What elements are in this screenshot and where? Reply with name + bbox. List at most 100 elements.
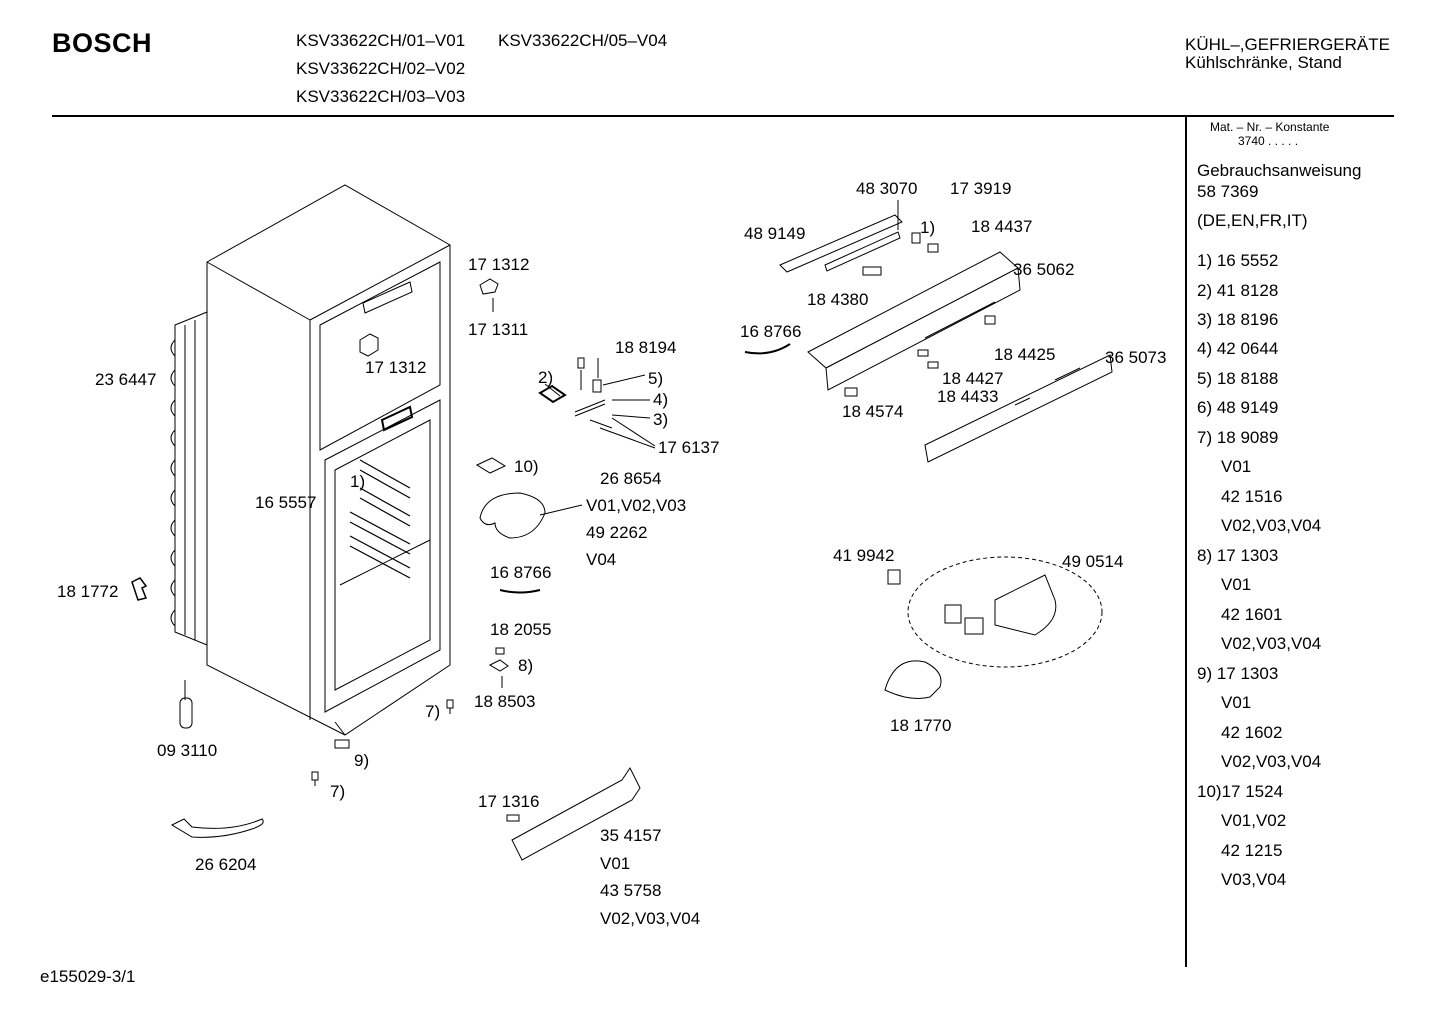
label-184427: 18 4427 bbox=[942, 369, 1004, 388]
label-v04: V04 bbox=[586, 550, 617, 569]
sidebar-item: 42 1215 bbox=[1221, 841, 1283, 860]
label-8: 8) bbox=[518, 656, 534, 675]
label-181772: 18 1772 bbox=[57, 582, 119, 601]
manual-number: 58 7369 bbox=[1197, 182, 1259, 201]
sidebar-item: 1) 16 5552 bbox=[1197, 251, 1279, 270]
hinge-part-icon bbox=[334, 739, 350, 749]
label-483070: 48 3070 bbox=[856, 179, 918, 198]
fan-housing-icon bbox=[479, 492, 546, 539]
fridge-cabinet bbox=[206, 184, 451, 736]
model-number-1: KSV33622CH/01–V01 bbox=[296, 31, 466, 50]
mat-nr-label: Mat. – Nr. – Konstante bbox=[1210, 120, 1330, 134]
label-492262: 49 2262 bbox=[586, 523, 648, 542]
label-490514: 49 0514 bbox=[1062, 552, 1124, 571]
label-176137: 17 6137 bbox=[658, 438, 720, 457]
label-10: 10) bbox=[514, 457, 539, 476]
sidebar-item: V01,V02 bbox=[1221, 811, 1287, 830]
sidebar-item: 3) 18 8196 bbox=[1197, 310, 1279, 329]
sidebar-item: 9) 17 1303 bbox=[1197, 664, 1279, 683]
label-184437: 18 4437 bbox=[971, 217, 1033, 236]
sidebar-item: 7) 18 9089 bbox=[1197, 428, 1279, 447]
wire-icon bbox=[499, 589, 541, 594]
sidebar-item: 5) 18 8188 bbox=[1197, 369, 1279, 388]
sidebar-item: 2) 41 8128 bbox=[1197, 281, 1279, 300]
bracket-icon bbox=[131, 577, 148, 601]
label-266204: 26 6204 bbox=[195, 855, 257, 874]
brand-logo: BOSCH bbox=[52, 28, 153, 58]
label-236447: 23 6447 bbox=[95, 370, 157, 389]
label-v02-v03-v04: V02,V03,V04 bbox=[600, 909, 701, 928]
mat-nr-value: 3740 . . . . . bbox=[1238, 134, 1299, 148]
model-number-2: KSV33622CH/05–V04 bbox=[498, 31, 668, 50]
sidebar-item: 42 1601 bbox=[1221, 605, 1283, 624]
label-7-right: 7) bbox=[425, 702, 441, 721]
clip-icon bbox=[506, 814, 520, 822]
door-hardware bbox=[538, 357, 656, 449]
label-165557: 16 5557 bbox=[255, 493, 317, 512]
label-365062: 36 5062 bbox=[1013, 260, 1075, 279]
label-171311: 17 1311 bbox=[468, 320, 529, 339]
label-171316: 17 1316 bbox=[478, 792, 540, 811]
manual-title: Gebrauchsanweisung bbox=[1197, 161, 1362, 180]
label-268654: 26 8654 bbox=[600, 469, 662, 488]
model-number-4: KSV33622CH/03–V03 bbox=[296, 87, 466, 106]
capacitor-icon bbox=[179, 697, 193, 729]
sidebar-item: V01 bbox=[1221, 457, 1252, 476]
manual-languages: (DE,EN,FR,IT) bbox=[1197, 211, 1308, 230]
sidebar-item: V02,V03,V04 bbox=[1221, 752, 1322, 771]
label-182055: 18 2055 bbox=[490, 620, 552, 639]
sidebar-item: 10)17 1524 bbox=[1197, 782, 1284, 801]
label-4: 4) bbox=[653, 390, 669, 409]
label-093110: 09 3110 bbox=[157, 741, 218, 760]
power-cable-icon bbox=[170, 818, 264, 838]
label-v01: V01 bbox=[600, 854, 631, 873]
kick-plate-icon bbox=[511, 767, 641, 861]
label-173919: 17 3919 bbox=[950, 179, 1012, 198]
category-title: KÜHL–,GEFRIERGERÄTE bbox=[1185, 35, 1390, 54]
label-184574: 18 4574 bbox=[842, 402, 904, 421]
document-code: e155029-3/1 bbox=[40, 967, 136, 986]
part-10-icon bbox=[475, 457, 507, 474]
label-188194: 18 8194 bbox=[615, 338, 677, 357]
sidebar-item: V01 bbox=[1221, 693, 1252, 712]
control-panel-parts bbox=[744, 200, 1113, 463]
screw-icon bbox=[446, 699, 454, 714]
label-419942: 41 9942 bbox=[833, 546, 895, 565]
sidebar-item: V02,V03,V04 bbox=[1221, 516, 1322, 535]
lamp-assembly bbox=[884, 556, 1103, 699]
hinge-icon bbox=[479, 278, 499, 295]
label-1-left: 1) bbox=[350, 472, 366, 491]
sidebar-item: 4) 42 0644 bbox=[1197, 339, 1279, 358]
label-184433: 18 4433 bbox=[937, 387, 999, 406]
label-489149: 48 9149 bbox=[744, 224, 806, 243]
sidebar-item: 42 1516 bbox=[1221, 487, 1283, 506]
sidebar-item: V01 bbox=[1221, 575, 1252, 594]
condenser-coil bbox=[170, 311, 208, 646]
label-7-left: 7) bbox=[330, 782, 346, 801]
header-divider bbox=[52, 115, 1394, 117]
label-188503: 18 8503 bbox=[474, 692, 536, 711]
label-171312-inner: 17 1312 bbox=[365, 358, 427, 377]
label-v01-v02-v03: V01,V02,V03 bbox=[586, 496, 687, 515]
clip-icon bbox=[495, 647, 505, 655]
label-184425: 18 4425 bbox=[994, 345, 1056, 364]
label-181770: 18 1770 bbox=[890, 716, 952, 735]
label-171312-top: 17 1312 bbox=[468, 255, 530, 274]
label-2: 2) bbox=[538, 368, 554, 387]
sidebar-item: V02,V03,V04 bbox=[1221, 634, 1322, 653]
label-354157: 35 4157 bbox=[600, 826, 662, 845]
category-subtitle: Kühlschränke, Stand bbox=[1185, 53, 1342, 72]
screw-icon bbox=[311, 771, 319, 786]
label-5: 5) bbox=[648, 369, 664, 388]
label-365073: 36 5073 bbox=[1105, 348, 1167, 367]
sidebar-item: 8) 17 1303 bbox=[1197, 546, 1279, 565]
label-1-panel: 1) bbox=[920, 218, 936, 237]
model-number-3: KSV33622CH/02–V02 bbox=[296, 59, 466, 78]
part-8-icon bbox=[488, 659, 509, 672]
sidebar-item: 42 1602 bbox=[1221, 723, 1283, 742]
sidebar-item: V03,V04 bbox=[1221, 870, 1287, 889]
label-168766-upper: 16 8766 bbox=[740, 322, 802, 341]
label-184380: 18 4380 bbox=[807, 290, 869, 309]
label-168766-lower: 16 8766 bbox=[490, 563, 552, 582]
